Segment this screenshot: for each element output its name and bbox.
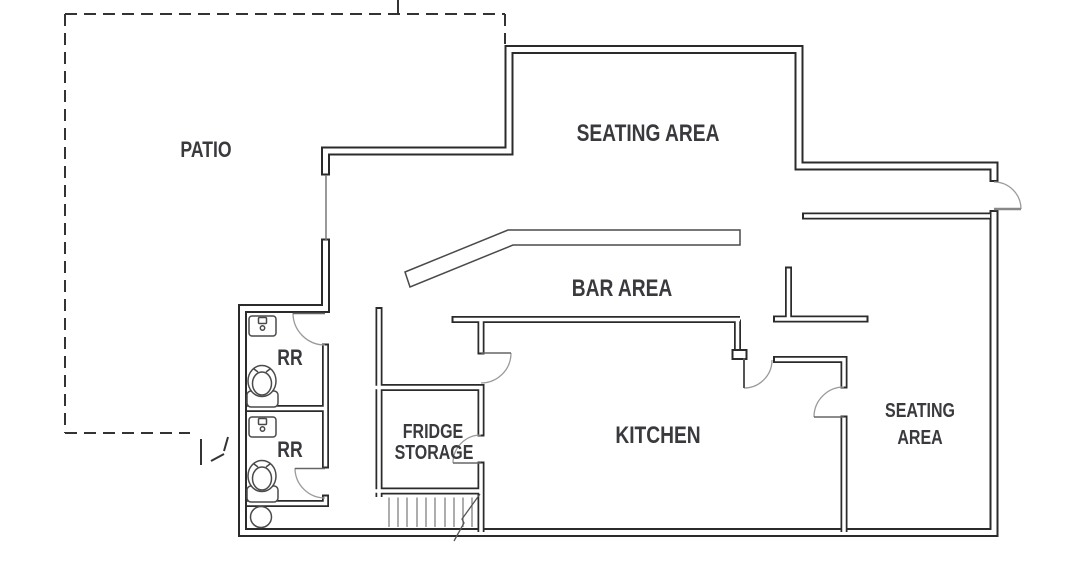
label-fridge-1: FRIDGE: [403, 420, 463, 442]
stairs-icon: [388, 493, 481, 542]
door-swing-icon: [292, 312, 326, 346]
fixtures: [246, 315, 279, 529]
room-labels: PATIO SEATING AREA BAR AREA KITCHEN FRID…: [180, 119, 955, 464]
toilet-icon: [246, 459, 279, 503]
label-seating-right-2: AREA: [897, 426, 942, 448]
exterior-walls: [238, 45, 999, 537]
label-bar: BAR AREA: [572, 274, 673, 302]
door-swing-icon: [480, 352, 512, 384]
label-rr-bottom: RR: [277, 438, 302, 462]
label-patio: PATIO: [180, 138, 231, 162]
door-swing-icon: [813, 386, 845, 418]
door-swing-icon: [993, 181, 1022, 211]
sink-icon: [248, 416, 277, 438]
bar-counter: [404, 229, 741, 288]
floor-drain-icon: [249, 505, 273, 529]
label-kitchen: KITCHEN: [615, 421, 700, 449]
label-seating-right-1: SEATING: [885, 399, 955, 421]
doors: [292, 181, 1022, 499]
interior-walls: [247, 212, 990, 532]
door-swing-icon: [743, 358, 773, 389]
toilet-icon: [246, 364, 279, 408]
label-seating-top: SEATING AREA: [577, 119, 720, 147]
door-jamb-foot: [731, 349, 748, 360]
door-swing-icon: [294, 467, 326, 499]
patio-outline: [64, 0, 506, 465]
stair-break-line: [453, 493, 481, 542]
label-rr-top: RR: [277, 346, 302, 370]
label-fridge-2: STORAGE: [395, 441, 474, 463]
patio-gate-dashes: [200, 436, 229, 465]
door-swing-icon: [452, 434, 482, 464]
sink-icon: [248, 315, 277, 337]
